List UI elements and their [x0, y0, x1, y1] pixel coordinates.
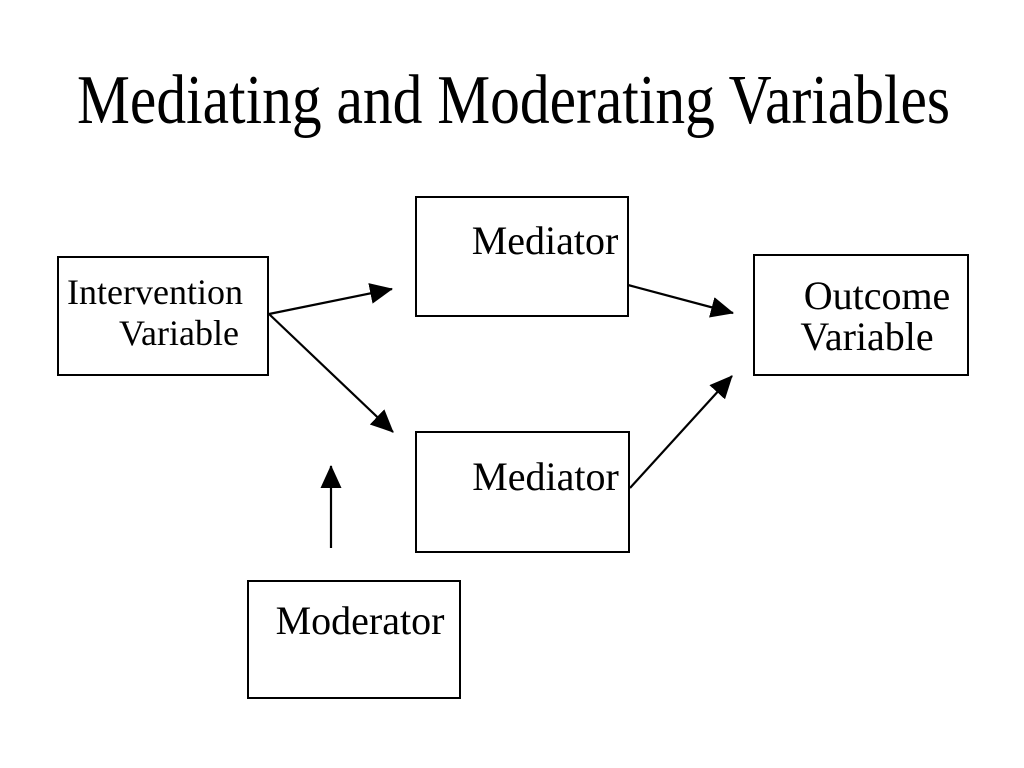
box-mediator-top-label: Mediator [471, 218, 619, 263]
box-mediator-bottom: Mediator [415, 431, 630, 553]
arrow-mediator-top-to-outcome [627, 283, 734, 318]
box-moderator: Moderator [247, 580, 461, 699]
page-title: Mediating and Moderating Variables [0, 62, 1024, 140]
box-intervention-variable: Intervention Variable [57, 256, 269, 376]
box-outcome-variable: Outcome Variable [753, 254, 969, 376]
box-intervention-variable-line2: Variable [119, 313, 239, 353]
arrow-intervention-to-mediator-top [268, 283, 393, 316]
arrow-intervention-to-mediator-bottom [268, 313, 394, 433]
page-title-text: Mediating and Moderating Variables [77, 62, 951, 139]
box-mediator-bottom-label: Mediator [472, 454, 619, 499]
box-outcome-variable-line2: Variable [800, 314, 934, 359]
box-intervention-variable-line1: Intervention [67, 272, 243, 312]
box-outcome-variable-line1: Outcome [803, 273, 951, 318]
arrow-mediator-bottom-to-outcome [629, 375, 733, 489]
box-moderator-label: Moderator [275, 598, 445, 643]
box-mediator-top: Mediator [415, 196, 629, 317]
